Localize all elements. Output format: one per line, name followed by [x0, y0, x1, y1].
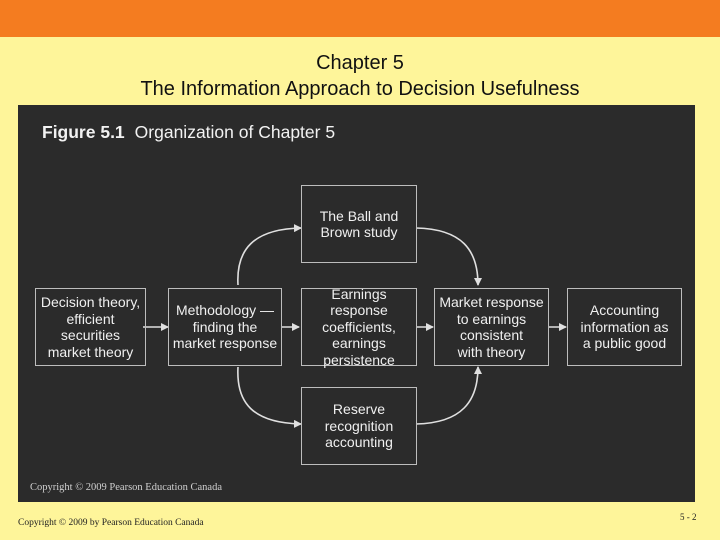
arrow-methodology-to-ballbrown [237, 224, 302, 286]
slide-title: Chapter 5 The Information Approach to De… [0, 50, 720, 102]
top-bar [0, 0, 720, 37]
figure-caption: Organization of Chapter 5 [134, 122, 336, 142]
arrow-reserve-to-market [415, 366, 482, 425]
node-accounting-public-good: Accounting information as a public good [567, 288, 682, 366]
arrow-ballbrown-to-market [415, 227, 482, 286]
node-earnings-response: Earnings response coefficients, earnings… [301, 285, 417, 368]
node-ball-brown-label: The Ball and Brown study [319, 207, 399, 241]
page-number: 5 - 2 [680, 512, 697, 522]
figure-copyright: Copyright © 2009 Pearson Education Canad… [30, 482, 222, 493]
node-accounting-public-good-label: Accounting information as a public good [580, 302, 669, 352]
footer-copyright: Copyright © 2009 by Pearson Education Ca… [18, 518, 204, 528]
figure-label: Figure 5.1 [42, 122, 125, 142]
flow-arrows [143, 224, 567, 428]
node-ball-brown: The Ball and Brown study [301, 185, 417, 263]
node-earnings-response-label: Earnings response coefficients, earnings… [322, 285, 396, 368]
figure-panel: Figure 5.1 Organization of Chapter 5 Deci… [18, 105, 695, 502]
node-reserve-recognition-label: Reserve recognition accounting [324, 401, 394, 451]
node-market-response: Market response to earnings consistent w… [434, 288, 549, 366]
slide-title-line1: Chapter 5 [316, 52, 404, 74]
node-decision-theory-label: Decision theory, efficient securities ma… [40, 294, 141, 360]
node-decision-theory: Decision theory, efficient securities ma… [35, 288, 146, 366]
slide-title-line2: The Information Approach to Decision Use… [140, 78, 580, 100]
node-market-response-label: Market response to earnings consistent w… [439, 294, 544, 360]
figure-title: Figure 5.1 Organization of Chapter 5 [42, 122, 335, 143]
node-reserve-recognition: Reserve recognition accounting [301, 387, 417, 465]
arrow-methodology-to-reserve [237, 366, 302, 428]
node-methodology-label: Methodology — finding the market respons… [172, 302, 278, 352]
node-methodology: Methodology — finding the market respons… [168, 288, 282, 366]
